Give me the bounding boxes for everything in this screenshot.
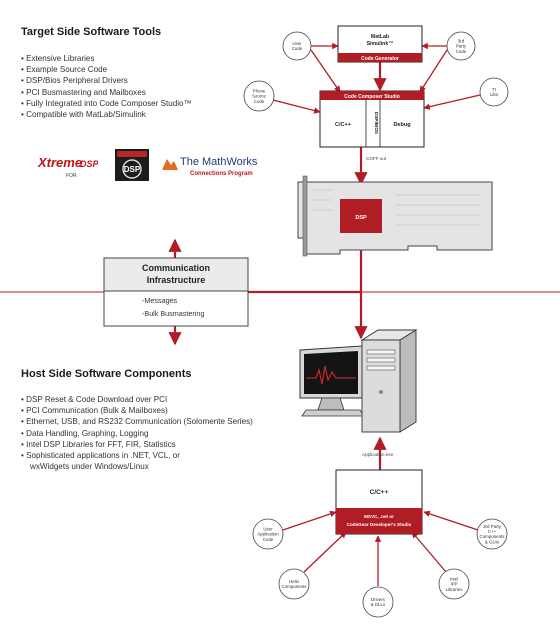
circle-label-line: TI <box>492 87 496 92</box>
circle-label-line: Phone <box>253 88 266 93</box>
host-side-title: Host Side Software Components <box>21 368 192 380</box>
signal-trace <box>306 365 356 385</box>
circle-label-line: Intel <box>450 576 458 581</box>
bullet-item: Compatible with MatLab/Simulink <box>21 109 192 120</box>
ccs-title: Code Composer Studio <box>344 94 400 100</box>
bullet-item: Ethernet, USB, and RS232 Communication (… <box>21 416 253 427</box>
user-app-code-arrow <box>282 510 337 531</box>
matlab-simulink-box: MatLab Simulink™ Code Generator <box>337 25 423 63</box>
circle-label-line: Code <box>456 49 467 54</box>
mathworks-logo: The MathWorks Connections Program <box>160 150 260 180</box>
mathworks-name: The MathWorks <box>180 156 258 168</box>
host-feature-list: DSP Reset & Code Download over PCIPCI Co… <box>21 394 253 472</box>
xtreme-dsp-logo: Xtreme DSP FOR <box>36 150 100 180</box>
drivers-dlls-circle: Drivers& DLLs <box>362 586 394 618</box>
circle-label-line: Party <box>456 44 467 49</box>
circle-label-line: Drivers <box>371 597 386 602</box>
bullet-item: Example Source Code <box>21 64 192 75</box>
circle-label-line: C++ <box>488 529 497 534</box>
bullet-item: Sophisticated applications in .NET, VCL,… <box>21 450 253 472</box>
bullet-item: Intel DSP Libraries for FFT, FIR, Statis… <box>21 439 253 450</box>
code-generator-label: Code Generator <box>361 56 399 62</box>
hello-components-arrow <box>303 531 347 573</box>
bullet-continuation: wxWidgets under Windows/Linux <box>30 462 149 472</box>
bullet-item: Data Handling, Graphing, Logging <box>21 428 253 439</box>
comm-title-line2: Infrastructure <box>147 275 206 285</box>
coff-out-label: COFF out <box>366 156 387 161</box>
ccs-bios-label: DSP/BIOS <box>374 112 379 134</box>
third-party-ccs-arrow <box>419 49 448 93</box>
circle-label-line: Components <box>282 584 308 589</box>
circle-label-line: 3rd Party <box>483 524 502 529</box>
circle-label-line: Components <box>480 534 506 539</box>
xtreme-logo-dsp: DSP <box>80 159 98 169</box>
circle-label-line: Hello <box>289 579 300 584</box>
circle-label-line: Code <box>292 46 303 51</box>
bullet-item: PCI Busmastering and Mailboxes <box>21 87 192 98</box>
code-composer-studio-box: Code Composer Studio C/C++ DSP/BIOS Debu… <box>319 90 425 148</box>
host-compiler-box: C/C++ MSVC, .net or CodeGear Developer's… <box>335 469 423 535</box>
communication-infrastructure-box: Communication Infrastructure -Messages -… <box>103 257 249 327</box>
target-side-title: Target Side Software Tools <box>21 26 162 38</box>
bullet-item: Fully Integrated into Code Composer Stud… <box>21 98 192 109</box>
dsp-chip <box>340 199 382 233</box>
dsp-chip-label: DSP <box>355 215 367 221</box>
circle-label-line: Libraries <box>446 587 464 592</box>
mathworks-sub: Connections Program <box>190 171 253 177</box>
circle-label-line: User <box>263 526 273 531</box>
bullet-item: Extensive Libraries <box>21 53 192 64</box>
msvc-label-line2: CodeGear Developer's Studio <box>347 522 412 527</box>
third-party-components-arrow <box>423 510 479 531</box>
bullet-item: DSP/Bios Peripheral Drivers <box>21 75 192 86</box>
comm-title-line1: Communication <box>142 263 210 273</box>
circle-label-line: Libs <box>490 92 499 97</box>
host-c-label: C/C++ <box>370 489 389 496</box>
matlab-label: MatLab <box>371 34 389 40</box>
ccs-debug-label: Debug <box>393 122 410 128</box>
application-exe-label: Application.exe <box>362 452 394 457</box>
dsp-badge-text: DSP <box>124 165 141 174</box>
circle-label-line: & DLLs <box>371 602 386 607</box>
comm-bulk-busmastering: -Bulk Busmastering <box>142 309 204 318</box>
xtreme-logo-x: Xtreme <box>37 155 82 170</box>
circle-label-line: Source <box>252 94 266 99</box>
comm-messages: -Messages <box>142 296 178 305</box>
circle-label-line: & GUIs <box>485 539 500 544</box>
circle-label-line: Application <box>257 532 279 537</box>
mathworks-membrane-icon <box>162 159 178 170</box>
circle-label-line: 3rd <box>458 38 465 43</box>
bullet-item: DSP Reset & Code Download over PCI <box>21 394 253 405</box>
circle-label-line: Code <box>254 99 265 104</box>
circle-label-line: Code <box>263 537 274 542</box>
simulink-label: Simulink™ <box>367 41 394 47</box>
pci-bracket <box>302 175 308 257</box>
host-pc <box>299 329 418 433</box>
circle-label-line: User <box>292 41 302 46</box>
xtreme-logo-sub: FOR <box>66 173 77 179</box>
ccs-c-label: C/C++ <box>335 122 351 128</box>
ti-libs-arrow <box>423 94 481 110</box>
ipp-libraries-arrow <box>411 531 447 573</box>
bullet-text: Sophisticated applications in .NET, VCL,… <box>26 451 180 461</box>
circle-label-line: IPP <box>450 582 457 587</box>
phone-source-arrow <box>272 99 321 114</box>
target-feature-list: Extensive LibrariesExample Source CodeDS… <box>21 53 192 120</box>
msvc-label-line1: MSVC, .net or <box>364 514 394 519</box>
dsp-badge-logo: DSP <box>114 148 150 182</box>
bullet-item: PCI Communication (Bulk & Mailboxes) <box>21 405 253 416</box>
pci-board: DSP <box>297 175 493 257</box>
user-code-ccs-arrow <box>310 49 341 93</box>
